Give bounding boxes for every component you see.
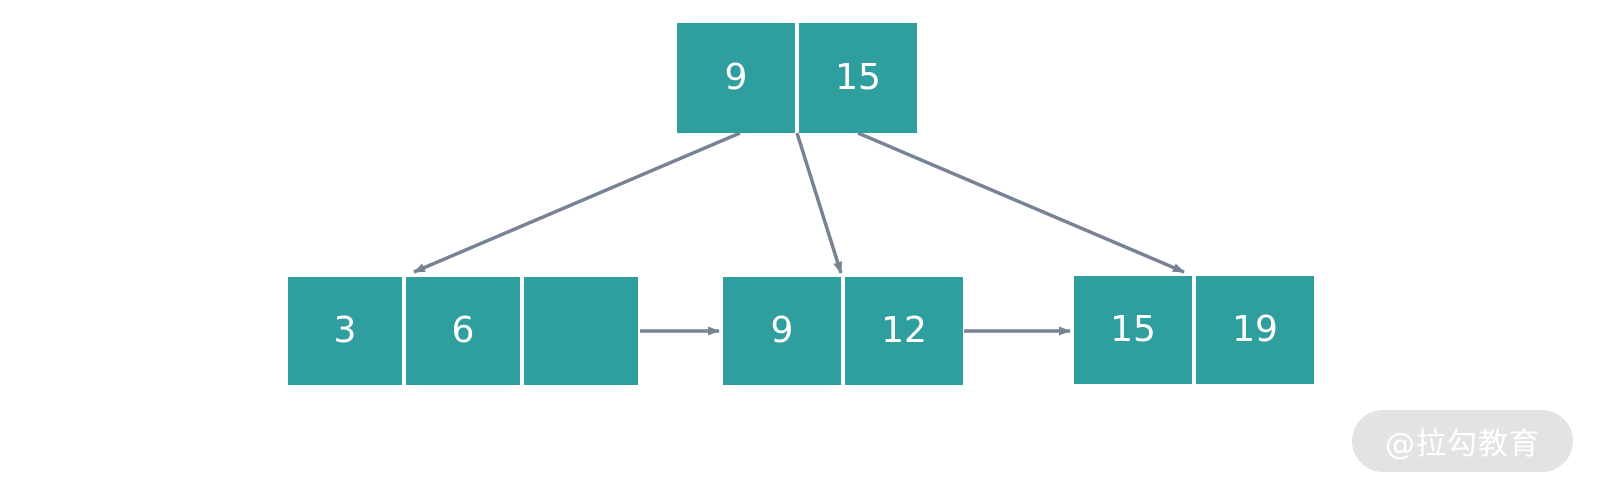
root-node: 9 15 [677, 23, 917, 133]
leaf-node-2: 9 12 [723, 277, 963, 385]
leaf-cell-empty [524, 277, 638, 385]
leaf-node-3: 15 19 [1074, 276, 1314, 384]
leaf-node-1: 3 6 [288, 277, 638, 385]
leaf-cell-key: 6 [406, 277, 520, 385]
leaf-cell-key: 19 [1196, 276, 1314, 384]
leaf-cell-key: 3 [288, 277, 402, 385]
edge-root-to-leaf-2 [795, 132, 843, 274]
leaf-cell-key: 9 [723, 277, 841, 385]
leaf-cell-key: 12 [845, 277, 963, 385]
root-cell-key: 9 [677, 23, 795, 133]
root-cell-key: 15 [799, 23, 917, 133]
leaf-cell-key: 15 [1074, 276, 1192, 384]
watermark-badge: @拉勾教育 [1352, 410, 1573, 472]
edge-root-to-leaf-1 [413, 131, 741, 274]
edge-root-to-leaf-3 [857, 131, 1185, 274]
watermark-text: @拉勾教育 [1385, 427, 1540, 462]
